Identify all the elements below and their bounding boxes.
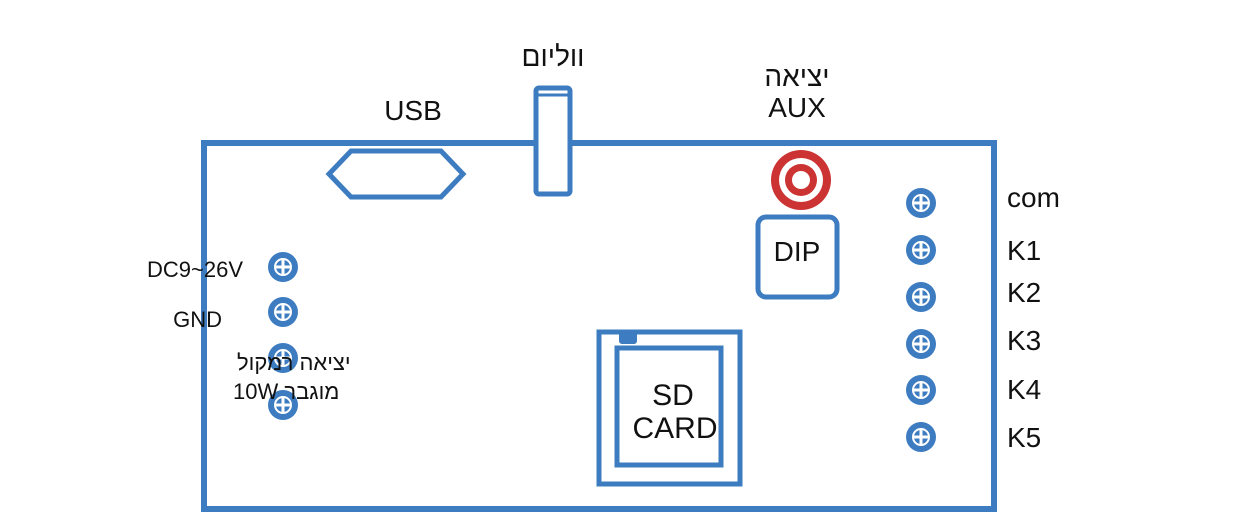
dc-input-label: DC9~26V: [147, 257, 243, 282]
k3-label: K3: [1007, 325, 1041, 356]
left-terminal-3: [268, 343, 298, 373]
gnd-label: GND: [173, 307, 222, 332]
terminal-k1: [906, 235, 936, 265]
dip-switch: [755, 214, 840, 300]
usb-connector: [325, 148, 467, 200]
left-terminal-2: [268, 297, 298, 327]
terminal-k4: [906, 375, 936, 405]
terminal-k2: [906, 282, 936, 312]
left-terminal-1: [268, 252, 298, 282]
sd-slot-inner: [614, 345, 724, 468]
right-terminals: [906, 188, 936, 452]
sd-label-line1: SD: [652, 379, 694, 412]
aux-label-line2: AUX: [768, 92, 826, 123]
k5-label: K5: [1007, 422, 1041, 453]
terminal-k5: [906, 422, 936, 452]
left-terminal-4: [268, 390, 298, 420]
sd-slot-outer: [596, 329, 743, 487]
board-outline: [201, 140, 997, 512]
speaker-label-line2: מוגבר 10W: [233, 379, 339, 404]
speaker-label-line1: יציאה רמקול: [237, 350, 351, 375]
terminal-k3: [906, 329, 936, 359]
aux-jack-hole: [792, 171, 810, 189]
aux-label-line1: יציאה: [764, 61, 829, 92]
sd-slot-latch: [619, 330, 637, 344]
volume-knob: [533, 85, 573, 197]
dip-label: DIP: [774, 236, 821, 267]
com-label: com: [1007, 182, 1060, 213]
sd-label-line2: CARD: [632, 412, 717, 445]
k2-label: K2: [1007, 277, 1041, 308]
terminal-com: [906, 188, 936, 218]
k4-label: K4: [1007, 374, 1041, 405]
usb-label: USB: [384, 95, 442, 126]
volume-label: ווליום: [522, 41, 585, 72]
left-terminals: [268, 252, 298, 420]
k1-label: K1: [1007, 235, 1041, 266]
